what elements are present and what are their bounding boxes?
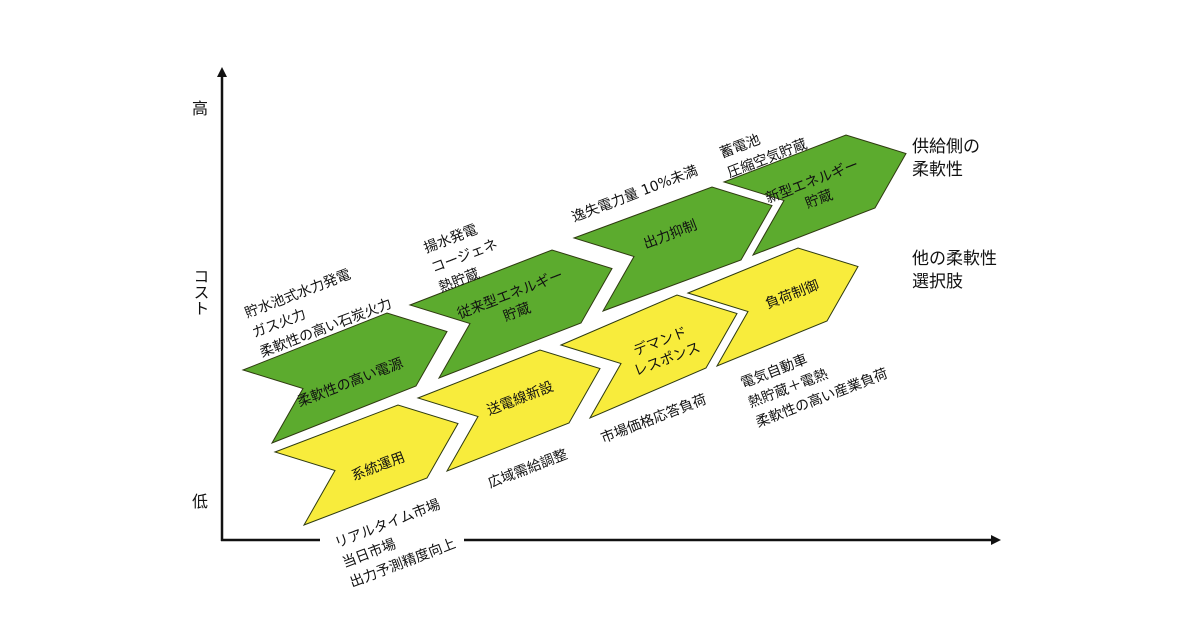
y-axis-cost-label: コスト <box>191 268 210 316</box>
supply-chevron <box>722 134 907 256</box>
y-axis-high-label: 高 <box>192 99 208 118</box>
option-chevron <box>273 404 459 526</box>
y-axis-low-label: 低 <box>192 492 208 511</box>
option-chevron <box>416 349 601 472</box>
supply-chevron <box>408 249 613 379</box>
legend-other-options: 他の柔軟性 選択肢 <box>912 249 1002 292</box>
option-chevron <box>686 247 859 368</box>
supply-chevron <box>241 312 448 444</box>
legend-supply-side: 供給側の 柔軟性 <box>912 137 985 180</box>
option-chevron <box>559 294 738 420</box>
chevron-note: リアルタイム市場当日市場出力予測精度向上 <box>332 496 458 591</box>
chevron-note: 広域需給調整 <box>486 447 570 492</box>
supply-chevron <box>572 186 773 312</box>
